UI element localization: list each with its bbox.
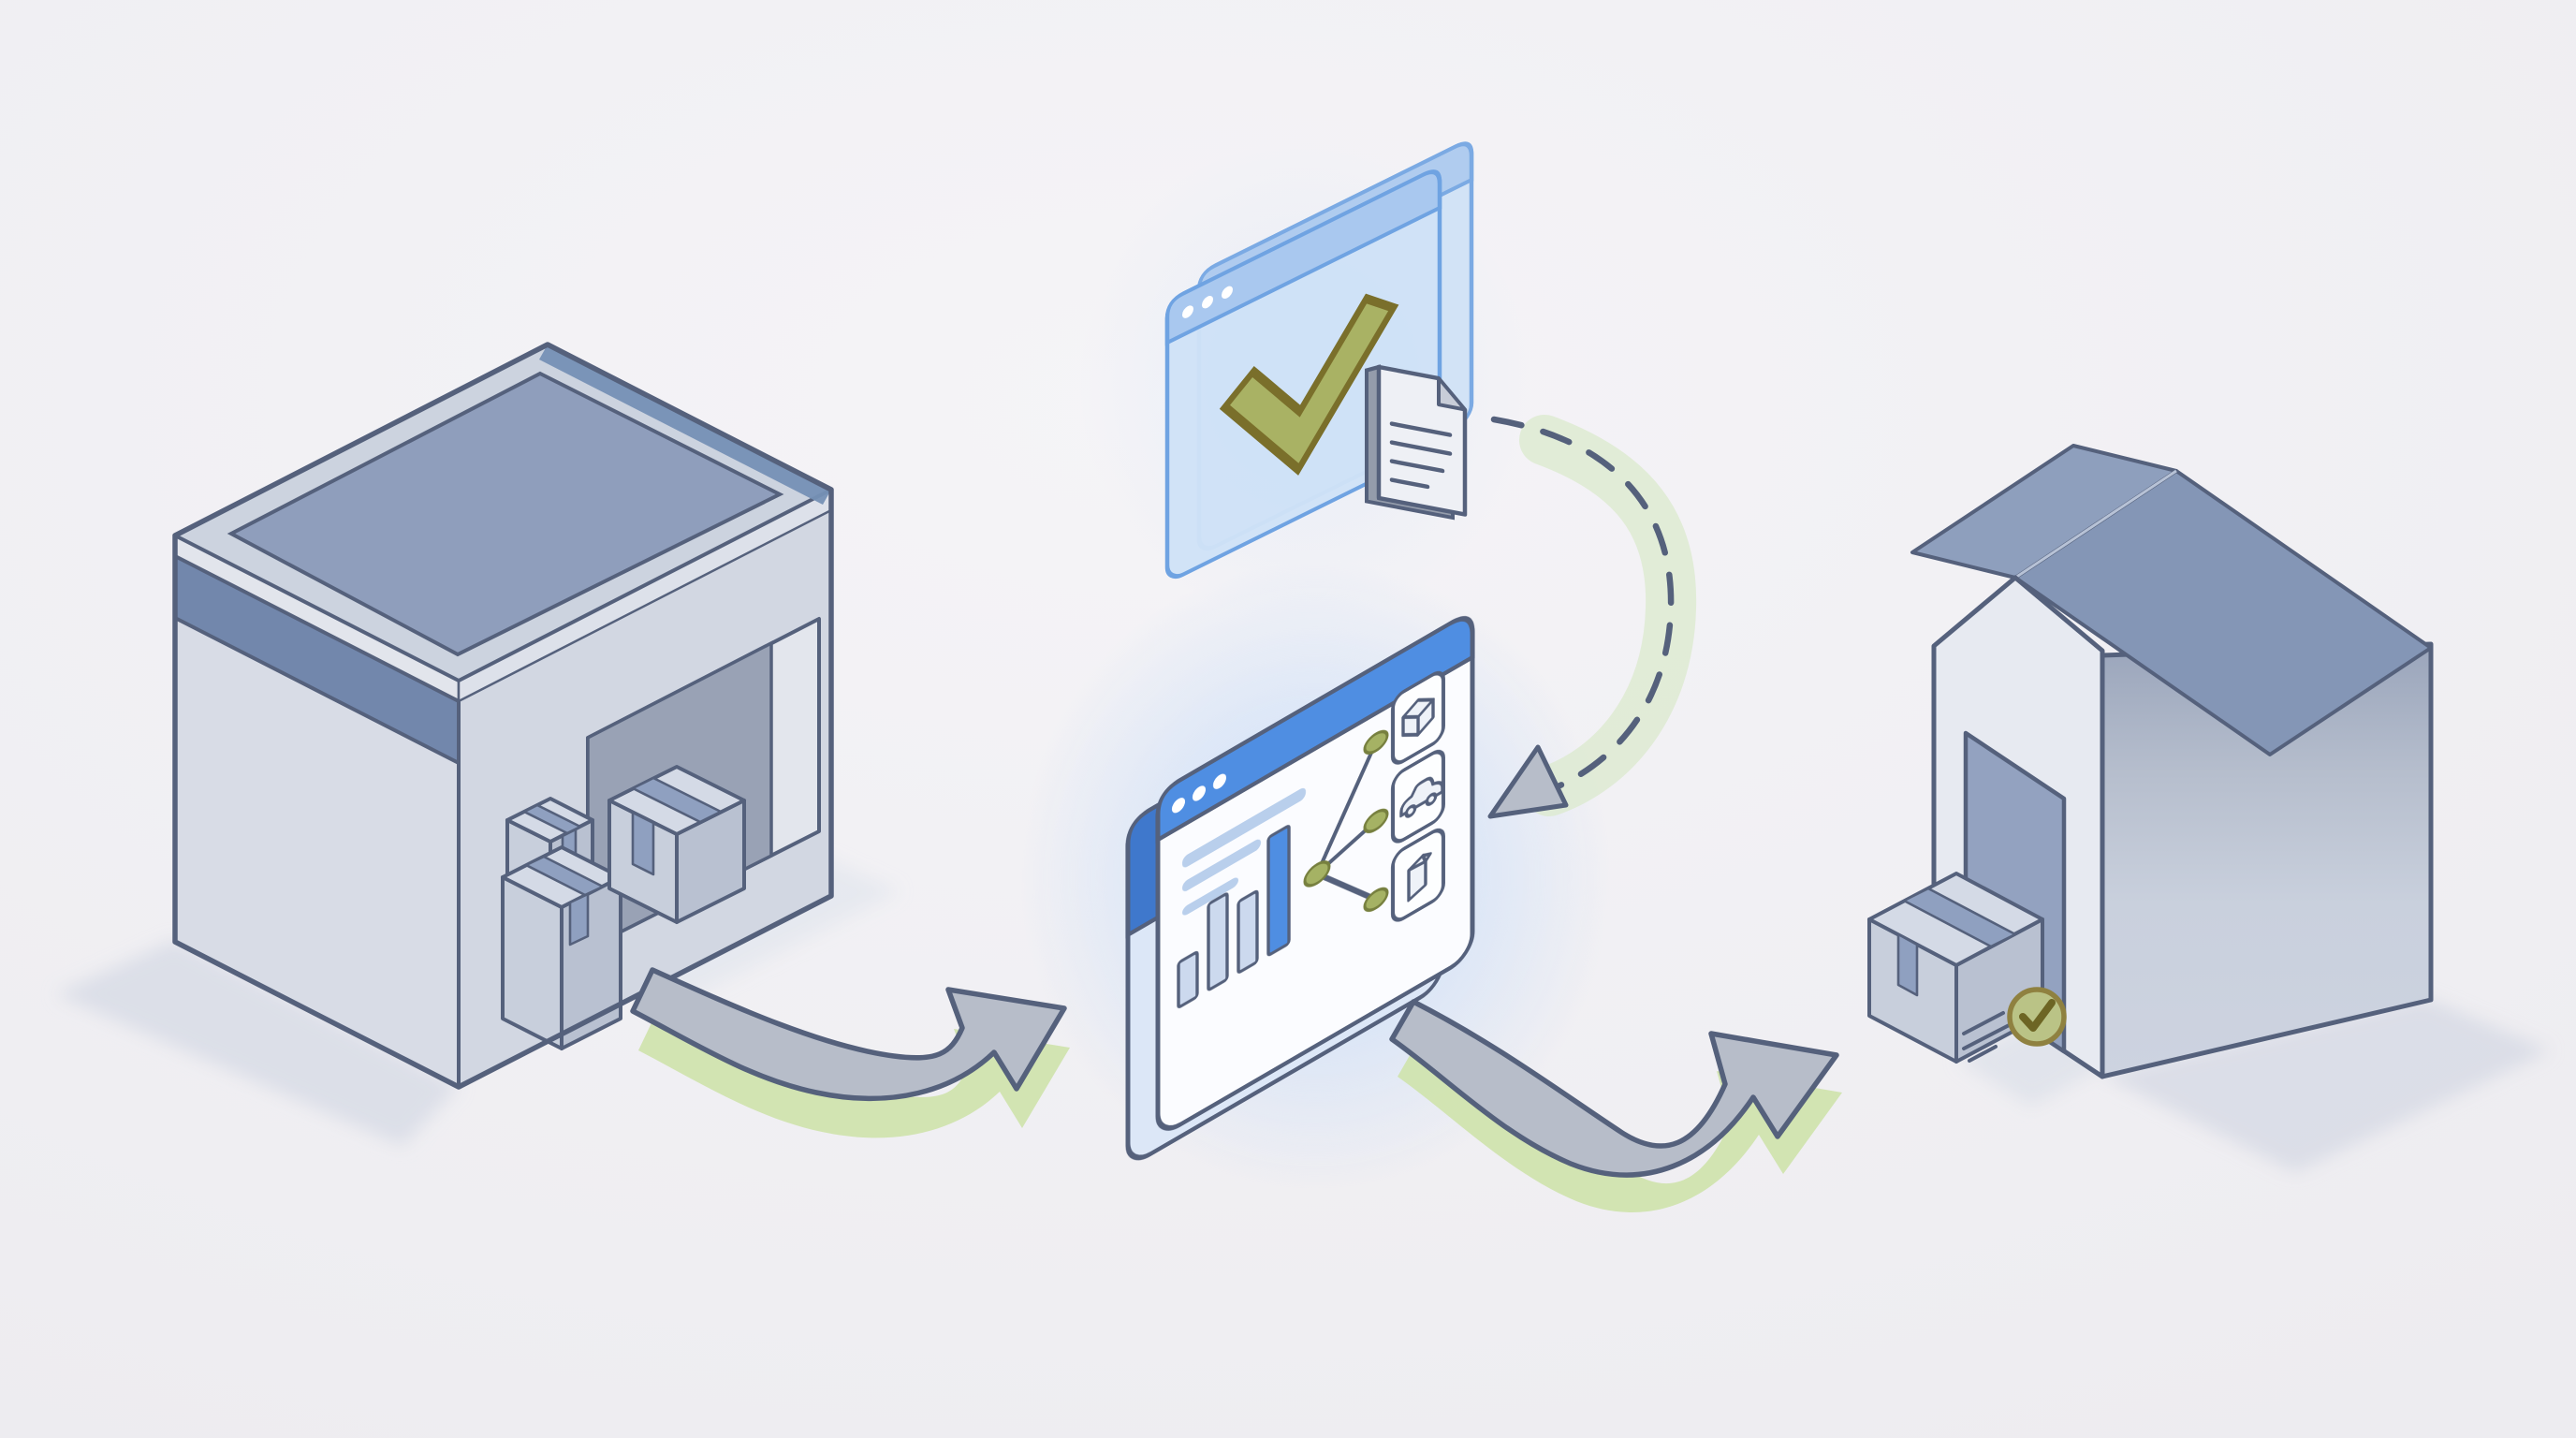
window-dot: [1222, 286, 1233, 300]
dashboard-skeleton-lines: [1182, 787, 1306, 916]
package-box-icon: [1401, 697, 1435, 738]
chart-bar: [1237, 889, 1259, 974]
skeleton-text-line: [1182, 839, 1261, 891]
window-dots: [1172, 773, 1226, 814]
delivery-vehicle-icon: [1399, 776, 1444, 818]
window-dot: [1182, 305, 1193, 318]
chart-bar: [1266, 825, 1291, 957]
network-node-bottom: [1363, 887, 1389, 912]
document-fold-corner: [1437, 376, 1467, 412]
skeleton-text-line: [1182, 877, 1238, 916]
document-text-line: [1389, 440, 1453, 456]
delivery-check-badge: [2007, 987, 2067, 1047]
network-node-middle: [1363, 808, 1389, 833]
house-ridge-highlight: [2014, 469, 2177, 580]
house-shadow: [2102, 998, 2550, 1172]
document-text-line: [1389, 477, 1430, 490]
dashboard-category-tiles: [1391, 670, 1445, 922]
network-hub-node: [1303, 860, 1331, 888]
dashboard-front-face: [1155, 616, 1475, 1131]
shipping-document: [1365, 364, 1468, 521]
warehouse-shadow: [56, 940, 459, 1146]
stored-box-large: [607, 765, 746, 924]
logistics-dashboard-window: [1125, 616, 1475, 1161]
route-arrowhead: [1487, 744, 1569, 819]
document-text-lines: [1389, 421, 1453, 490]
chart-bar: [1177, 950, 1199, 1008]
dashboard-bar-chart: [1177, 825, 1291, 1008]
window-dot: [1213, 773, 1226, 789]
dashed-route-arrow: [1487, 415, 1697, 819]
dashboard-network-graph: [1303, 729, 1389, 912]
approval-checkmark-icon: [1219, 293, 1399, 476]
window-dots: [1182, 286, 1233, 318]
document-text-line: [1389, 459, 1445, 474]
delivered-package-box: [1867, 872, 2067, 1064]
destination-house: [1910, 444, 2434, 1079]
package-tape: [1902, 887, 2017, 948]
chart-bar: [1207, 892, 1229, 991]
window-dot: [1172, 798, 1185, 814]
skeleton-text-line: [1182, 787, 1306, 868]
window-dot: [1193, 785, 1206, 801]
warehouse-roof-panel: [227, 371, 784, 657]
route-dashed-line: [1490, 416, 1675, 796]
stored-box-bottom: [501, 845, 622, 1050]
product-carton-icon: [1407, 852, 1432, 902]
warehouse-building: [172, 342, 834, 1090]
package-tape-flap: [1896, 932, 1919, 997]
warehouse-roof-edge-strip: [539, 345, 831, 505]
network-node-top: [1363, 729, 1389, 755]
warehouse-outline: [172, 342, 834, 1090]
badge-check-icon: [2019, 999, 2056, 1032]
dashboard-title-bar: [1155, 616, 1475, 844]
stored-boxes: [501, 765, 746, 1050]
window-dot: [1202, 296, 1213, 309]
document-text-line: [1389, 421, 1453, 437]
